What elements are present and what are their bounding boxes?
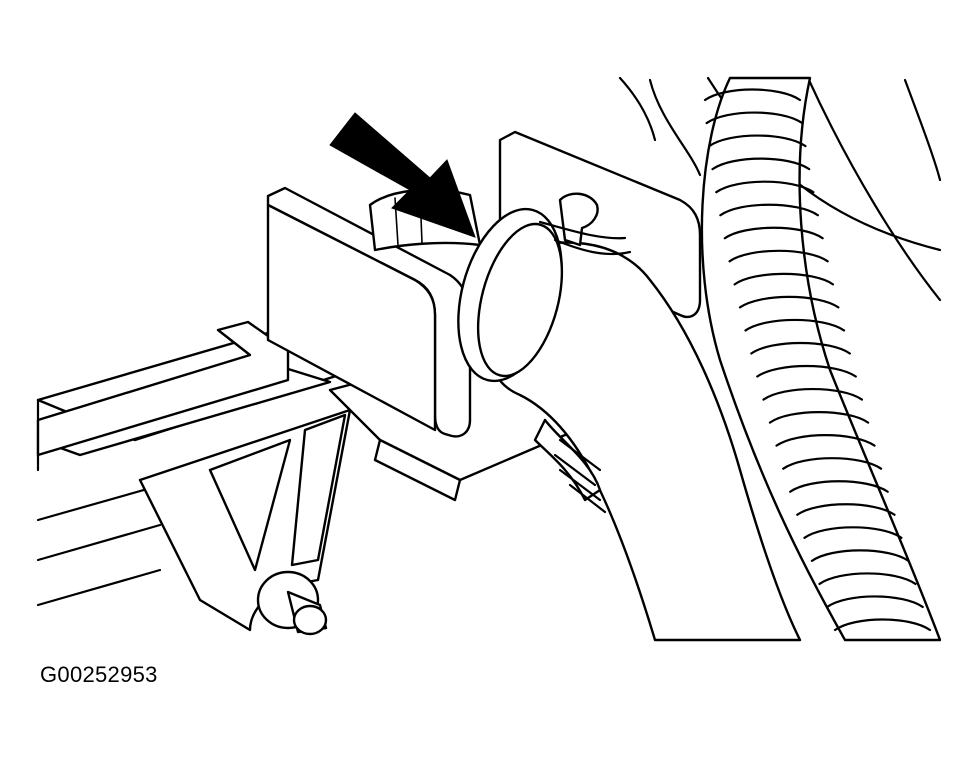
frame-rail	[36, 320, 382, 607]
hose-rib	[768, 411, 870, 424]
pointer-arrow	[329, 112, 476, 238]
hose-rib	[711, 157, 811, 171]
hose-rib	[738, 295, 840, 309]
hose-rib	[818, 572, 917, 586]
hose-rib	[756, 365, 857, 378]
hose-rib	[715, 180, 815, 194]
hose-rib	[833, 618, 932, 632]
hose-rib	[703, 88, 802, 102]
corrugated-hose	[700, 76, 942, 642]
hose-rib	[810, 549, 910, 562]
support-bracket	[138, 408, 352, 636]
hose-rib	[796, 503, 896, 516]
hose-rib	[789, 480, 889, 493]
hose-rib	[723, 226, 824, 240]
figure-code-label: G00252953	[40, 662, 158, 687]
hose-rib	[719, 203, 819, 217]
hose-rib	[744, 318, 846, 332]
hose-clamp-ring	[457, 192, 632, 383]
hose-rib	[728, 249, 829, 263]
right-bracket-plate	[498, 130, 702, 319]
bent-hose	[483, 241, 802, 642]
hose-rib	[705, 111, 804, 125]
hose-rib	[826, 595, 924, 609]
hose-rib	[803, 526, 903, 539]
hose-rib	[708, 134, 807, 148]
hose-rib	[762, 388, 864, 401]
hose-rib	[733, 272, 835, 286]
hose-rib	[782, 457, 883, 470]
hose-rib	[750, 341, 851, 355]
hose-rib	[775, 434, 876, 447]
